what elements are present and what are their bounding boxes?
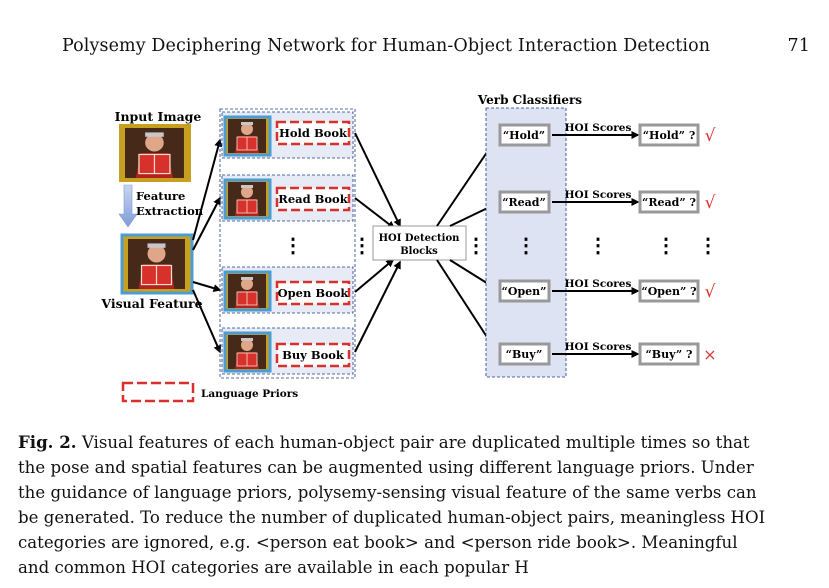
page-number: 71 bbox=[787, 36, 810, 56]
prior-row-buy: Buy Book bbox=[221, 327, 354, 375]
prior-label-read: Read Book bbox=[278, 192, 348, 206]
caption-line-6: and common HOI categories are available … bbox=[18, 555, 813, 580]
caption-line-5: categories are ignored, e.g. <person eat… bbox=[18, 533, 738, 552]
caption-truncated-tail bbox=[529, 558, 588, 577]
feature-extraction-label-2: Extraction bbox=[136, 204, 204, 218]
figure-2-diagram: Input Image Feature Extraction Visual Fe… bbox=[100, 93, 718, 403]
figure-caption: Fig. 2. Visual features of each human-ob… bbox=[18, 430, 813, 580]
verb-box-hold: “Hold” bbox=[498, 123, 551, 147]
output-label-open: “Open” ? bbox=[641, 285, 696, 298]
converge-ellipsis: ⋮ bbox=[352, 233, 372, 257]
feature-extraction-label-1: Feature bbox=[136, 189, 185, 203]
output-label-buy: “Buy” ? bbox=[645, 348, 692, 361]
running-header: Polysemy Deciphering Network for Human-O… bbox=[62, 36, 810, 60]
verb-classifiers-panel bbox=[485, 107, 567, 378]
output-label-hold: “Hold” ? bbox=[643, 129, 696, 142]
caption-line-3: the guidance of language priors, polysem… bbox=[18, 483, 757, 502]
prior-row-hold: Hold Book bbox=[221, 111, 354, 159]
output-box-read: “Read” ? bbox=[638, 190, 700, 214]
prior-label-hold: Hold Book bbox=[279, 126, 348, 140]
verb-label-read: “Read” bbox=[502, 196, 546, 209]
running-title: Polysemy Deciphering Network for Human-O… bbox=[62, 36, 711, 56]
hoi-scores-label-4: HOI Scores bbox=[565, 341, 632, 353]
prior-row-read: Read Book bbox=[221, 174, 354, 222]
prior-row-open: Open Book bbox=[221, 266, 354, 314]
hoi-block-label-2: Blocks bbox=[400, 246, 438, 257]
score-arrows bbox=[552, 131, 640, 358]
verb-box-read: “Read” bbox=[498, 190, 551, 214]
input-image bbox=[119, 124, 191, 182]
visual-feature-label: Visual Feature bbox=[100, 296, 202, 311]
outputs-ellipsis: ⋮ bbox=[656, 233, 676, 257]
hoi-block-label-1: HOI Detection bbox=[379, 233, 461, 244]
prior-label-open: Open Book bbox=[278, 286, 350, 300]
legend-label: Language Priors bbox=[201, 388, 298, 400]
output-box-hold: “Hold” ? bbox=[638, 123, 700, 147]
prior-label-buy: Buy Book bbox=[282, 348, 345, 362]
verb-label-hold: “Hold” bbox=[503, 129, 545, 142]
converge-arrows bbox=[354, 132, 401, 353]
verb-classifiers-title: Verb Classifiers bbox=[477, 93, 582, 107]
output-box-buy: “Buy” ? bbox=[638, 342, 700, 366]
legend-dash-swatch bbox=[121, 381, 195, 403]
check-icon-read: √ bbox=[705, 193, 716, 213]
feature-extraction-arrow bbox=[118, 184, 138, 228]
fanout-arrows bbox=[192, 138, 223, 354]
check-icon-hold: √ bbox=[705, 126, 716, 146]
check-icon-open: √ bbox=[705, 282, 716, 302]
hoi-ellipsis: ⋮ bbox=[466, 233, 486, 257]
figure-label: Fig. 2. bbox=[18, 432, 77, 452]
visual-feature-image bbox=[120, 233, 194, 295]
verb-box-open: “Open” bbox=[498, 279, 551, 303]
verbs-ellipsis: ⋮ bbox=[516, 233, 536, 257]
hoi-scores-label-1: HOI Scores bbox=[565, 122, 632, 134]
output-box-open: “Open” ? bbox=[638, 279, 700, 303]
verb-box-buy: “Buy” bbox=[498, 342, 551, 366]
hoi-scores-label-2: HOI Scores bbox=[565, 189, 632, 201]
hoi-scores-label-3: HOI Scores bbox=[565, 278, 632, 290]
caption-line-1: Fig. 2. Visual features of each human-ob… bbox=[18, 432, 750, 452]
priors-ellipsis: ⋮ bbox=[283, 233, 303, 257]
verb-label-open: “Open” bbox=[502, 285, 547, 298]
hoi-detection-blocks: HOI Detection Blocks bbox=[372, 225, 467, 261]
input-image-label: Input Image bbox=[115, 109, 202, 124]
scores-ellipsis: ⋮ bbox=[588, 233, 608, 257]
legend: Language Priors bbox=[121, 381, 298, 403]
caption-line-2: the pose and spatial features can be aug… bbox=[18, 458, 754, 477]
cross-icon-buy: × bbox=[703, 345, 716, 364]
priors-container bbox=[219, 108, 356, 379]
verb-label-buy: “Buy” bbox=[506, 348, 543, 361]
caption-line-4: be generated. To reduce the number of du… bbox=[18, 508, 766, 527]
output-label-read: “Read” ? bbox=[642, 196, 696, 209]
marks-ellipsis: ⋮ bbox=[698, 233, 718, 257]
